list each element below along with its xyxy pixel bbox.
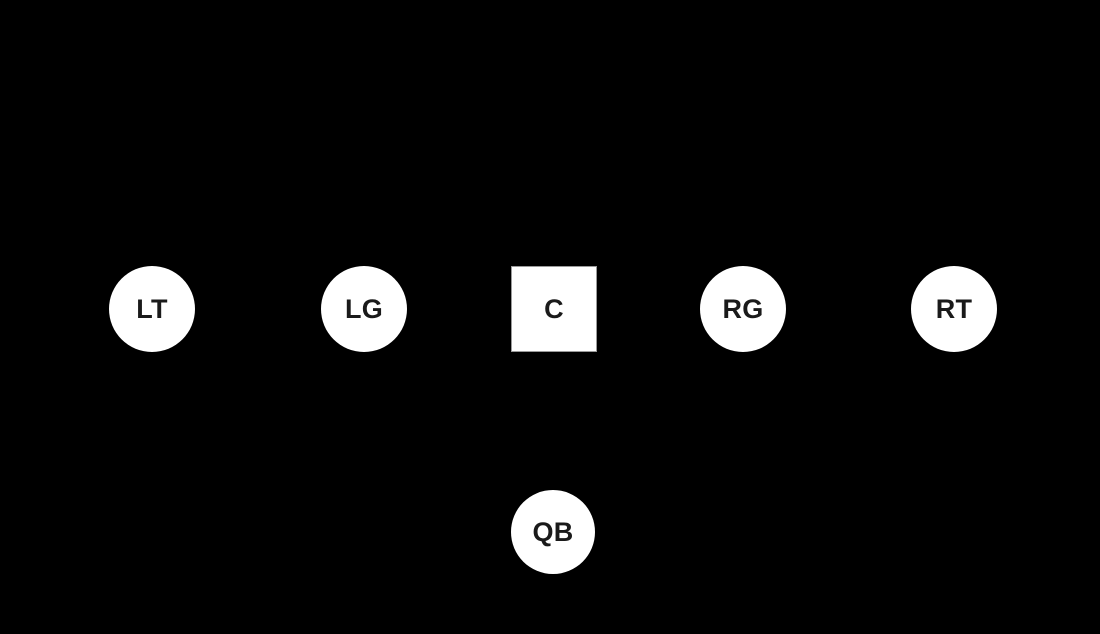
player-label-right-guard: RG bbox=[722, 293, 764, 324]
player-token-left-guard[interactable]: LG bbox=[321, 266, 407, 352]
player-token-left-tackle[interactable]: LT bbox=[109, 266, 195, 352]
player-token-quarterback[interactable]: QB bbox=[511, 490, 595, 574]
player-label-left-tackle: LT bbox=[136, 293, 168, 324]
player-label-left-guard: LG bbox=[345, 293, 383, 324]
player-label-center: C bbox=[544, 293, 564, 324]
player-token-right-guard[interactable]: RG bbox=[700, 266, 786, 352]
player-token-center[interactable]: C bbox=[511, 266, 597, 352]
player-label-right-tackle: RT bbox=[935, 293, 973, 324]
player-token-right-tackle[interactable]: RT bbox=[911, 266, 997, 352]
player-label-quarterback: QB bbox=[532, 516, 574, 547]
